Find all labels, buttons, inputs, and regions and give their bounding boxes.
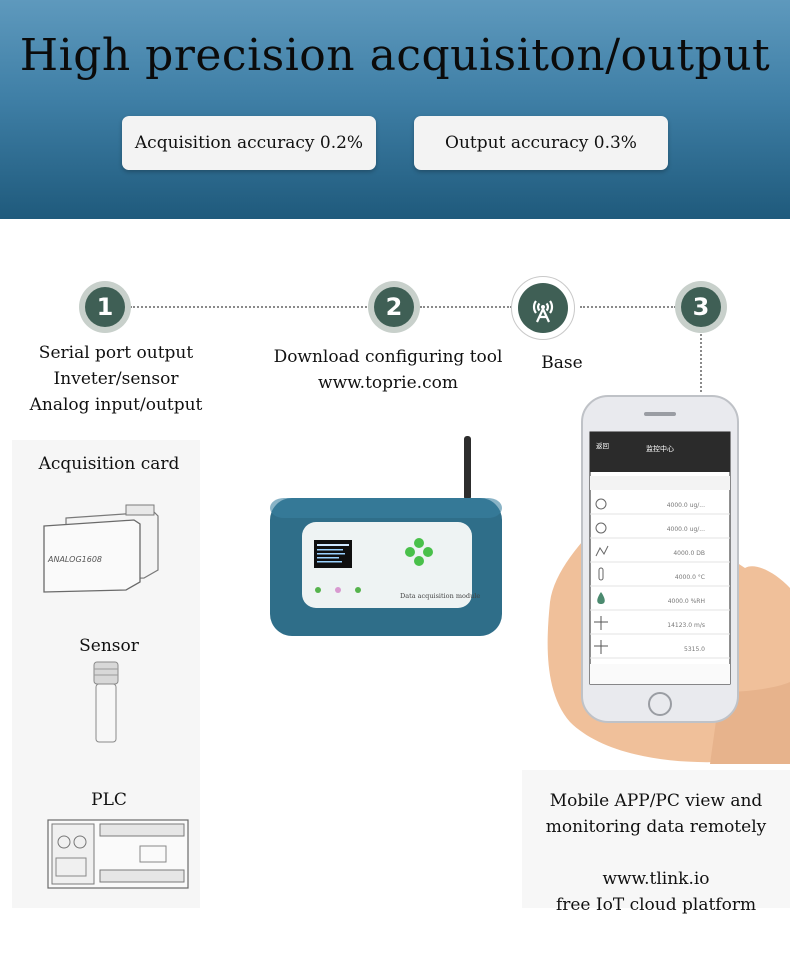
phone-back-label: 返回 xyxy=(596,442,609,450)
connector-line xyxy=(420,306,512,308)
step-1-number: 1 xyxy=(85,287,125,327)
phone-reading-1: 4000.0 ug/... xyxy=(667,502,705,509)
phone-reading-3: 4000.0 DB xyxy=(673,550,705,557)
antenna xyxy=(464,436,471,500)
step-2-description: Download configuring tool www.toprie.com xyxy=(273,347,503,393)
base-label: Base xyxy=(541,353,583,373)
phone-reading-7: 5315.0 xyxy=(684,646,705,653)
step-1-description: Serial port output Inveter/sensor Analog… xyxy=(29,343,203,415)
step-3-number: 3 xyxy=(681,287,721,327)
hand-holding-phone: 返回 监控中心 4000.0 ug/... 4000.0 ug/... 4000… xyxy=(547,395,790,764)
phone-header-title: 监控中心 xyxy=(646,444,674,453)
phone-reading-4: 4000.0 °C xyxy=(675,574,705,581)
banner-title: High precision acquisiton/output xyxy=(19,30,771,81)
sensor-label: Sensor xyxy=(79,636,139,656)
acquisition-card-label: Acquisition card xyxy=(38,454,180,474)
plc-label: PLC xyxy=(91,790,127,810)
base-marker xyxy=(511,276,575,340)
acquisition-card-image: ANALOG1608 xyxy=(43,504,159,593)
module-label: Data acquisition module xyxy=(400,592,480,600)
banner: High precision acquisiton/output Acquisi… xyxy=(0,0,790,219)
output-accuracy-badge: Output accuracy 0.3% xyxy=(414,116,668,170)
cloud-platform-text: www.tlink.io free IoT cloud platform xyxy=(555,869,757,915)
phone-reading-6: 14123.0 m/s xyxy=(667,622,705,629)
step-2-marker: 2 xyxy=(368,281,420,333)
remote-view-text: Mobile APP/PC view and monitoring data r… xyxy=(545,791,767,837)
step-1-marker: 1 xyxy=(79,281,131,333)
acquisition-card-print: ANALOG1608 xyxy=(47,555,102,564)
phone-reading-2: 4000.0 ug/... xyxy=(667,526,705,533)
cloud-platform-panel xyxy=(522,770,790,908)
step-3-marker: 3 xyxy=(675,281,727,333)
antenna-icon xyxy=(518,283,568,333)
phone-readings: 4000.0 ug/... 4000.0 ug/... 4000.0 DB 40… xyxy=(590,498,730,659)
connector-line xyxy=(130,306,374,308)
data-acquisition-module: Data acquisition module xyxy=(270,436,502,636)
step-2-number: 2 xyxy=(374,287,414,327)
connector-line xyxy=(700,334,702,392)
acquisition-accuracy-badge: Acquisition accuracy 0.2% xyxy=(122,116,376,170)
connector-line xyxy=(580,306,676,308)
sensor-image xyxy=(93,661,119,743)
plc-image xyxy=(47,819,189,889)
phone-reading-5: 4000.0 %RH xyxy=(668,598,705,605)
